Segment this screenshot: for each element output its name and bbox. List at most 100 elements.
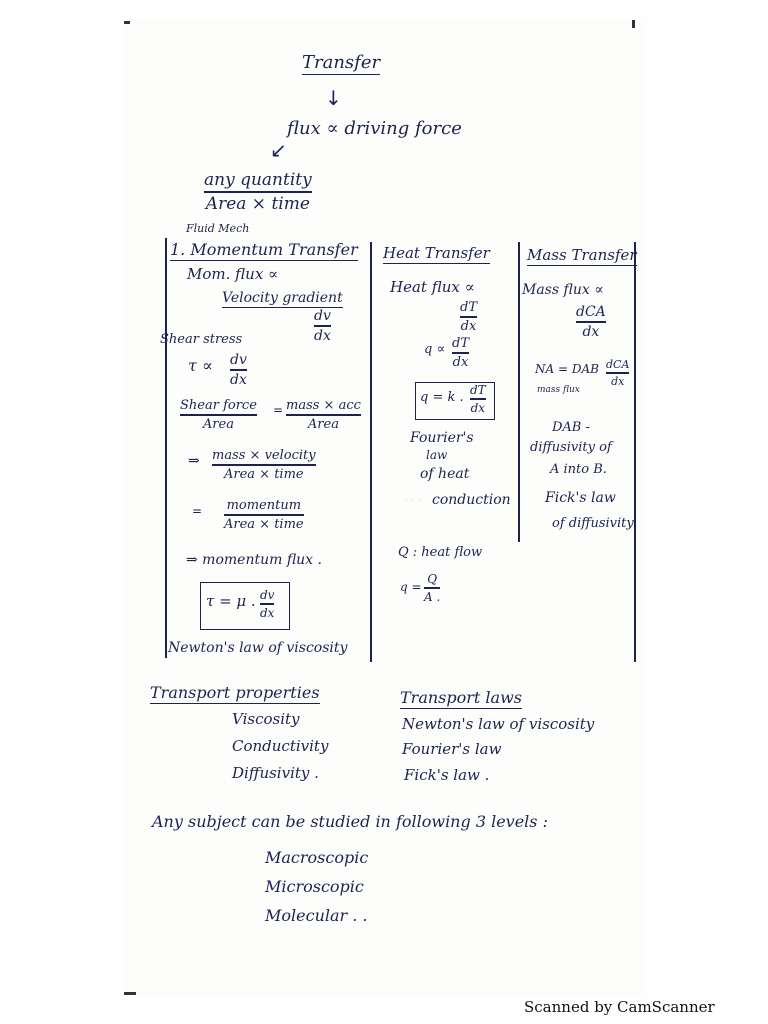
denominator: Area × time xyxy=(224,466,304,482)
of-diffusivity-label: of diffusivity xyxy=(552,516,634,531)
level-item: Macroscopic xyxy=(265,848,369,867)
property-item: Conductivity xyxy=(232,737,329,755)
column-divider xyxy=(634,242,636,662)
scan-mark xyxy=(124,992,136,995)
boxed-dT-dx-fraction: dT dx xyxy=(470,383,486,415)
fourier-equation-box xyxy=(415,382,495,420)
scan-mark xyxy=(632,20,635,28)
quantity-fraction: any quantity Area × time xyxy=(204,170,312,214)
denominator: dx xyxy=(452,354,469,370)
equals-sign: = xyxy=(192,504,203,518)
Q-over-A-fraction: Q A . xyxy=(424,572,441,604)
heat-transfer-header: Heat Transfer xyxy=(383,244,490,264)
denominator: dx xyxy=(470,400,486,415)
numerator: mass × acc xyxy=(286,398,361,413)
fraction-bar xyxy=(180,414,257,416)
newtons-law-caption: Newton's law of viscosity xyxy=(168,640,348,656)
denominator: dx xyxy=(611,374,625,388)
fraction-bar xyxy=(452,352,469,354)
q-k-equation: q = k . xyxy=(420,390,464,405)
fraction-bar xyxy=(424,587,441,589)
tau-dv-dx-fraction: dv dx xyxy=(230,352,247,388)
fraction-bar xyxy=(204,191,312,193)
shear-force-fraction: Shear force Area xyxy=(180,398,257,432)
velocity-gradient-label: Velocity gradient xyxy=(222,290,343,308)
denominator: dx xyxy=(460,318,477,334)
conduction-label: conduction xyxy=(432,492,511,508)
numerator: Shear force xyxy=(180,398,257,413)
numerator: dT xyxy=(460,300,477,315)
fluid-mech-note: Fluid Mech xyxy=(186,222,250,235)
property-item: Diffusivity . xyxy=(232,764,319,782)
transport-laws-heading: Transport laws xyxy=(400,688,522,709)
property-item: Viscosity xyxy=(232,710,300,728)
numerator: dT xyxy=(452,336,469,351)
fraction-bar xyxy=(460,316,477,318)
of-heat-label: of heat xyxy=(420,466,470,482)
level-item: Molecular . . xyxy=(265,906,368,925)
fraction-bar xyxy=(212,464,316,466)
denominator: dx xyxy=(260,605,275,620)
column-divider xyxy=(165,238,167,658)
denominator: Area xyxy=(202,416,234,432)
denominator: dx xyxy=(582,323,600,340)
equals-sign: = xyxy=(273,403,284,417)
diffusivity-of-label: diffusivity of xyxy=(530,440,612,455)
heat-flow-definition: Q : heat flow xyxy=(398,545,483,560)
fraction-bar xyxy=(606,372,630,374)
denominator: dx xyxy=(230,371,247,388)
notebook-page xyxy=(122,18,646,998)
q-proportional: q ∝ xyxy=(424,342,446,357)
mass-transfer-header: Mass Transfer xyxy=(527,246,637,266)
scanner-watermark: Scanned by CamScanner xyxy=(524,998,715,1016)
law-item: Newton's law of viscosity xyxy=(402,715,595,733)
viscosity-equation-box xyxy=(200,582,290,630)
law-label: law xyxy=(426,448,448,462)
mass-flux-label: Mass flux ∝ xyxy=(522,282,604,298)
numerator: dv xyxy=(314,308,331,324)
fraction-bar xyxy=(260,603,275,605)
fraction-bar xyxy=(576,321,606,323)
scan-mark xyxy=(124,21,130,24)
transport-properties-heading: Transport properties xyxy=(150,683,320,704)
denominator: dx xyxy=(314,327,331,344)
down-arrow-icon: ↓ xyxy=(325,86,342,110)
momentum-fraction: momentum Area × time xyxy=(224,498,304,532)
fraction-bar xyxy=(314,325,331,327)
implies-sign: ⇒ xyxy=(188,453,200,469)
law-item: Fourier's law xyxy=(402,740,502,758)
fraction-bar xyxy=(224,514,304,516)
fraction-bar xyxy=(286,414,361,416)
NA-equation: NA = DAB xyxy=(535,362,599,376)
denominator: Area xyxy=(307,416,339,432)
numerator: mass × velocity xyxy=(212,448,316,463)
mass-velocity-fraction: mass × velocity Area × time xyxy=(212,448,316,482)
ficks-law-label: Fick's law xyxy=(545,490,616,506)
momentum-transfer-header: 1. Momentum Transfer xyxy=(170,240,358,261)
quantity-denominator: Area × time xyxy=(205,193,310,214)
mass-flux-note: mass flux xyxy=(537,385,580,395)
q-equals: q = xyxy=(400,580,422,594)
column-divider xyxy=(518,242,520,542)
mom-flux-label: Mom. flux ∝ xyxy=(187,265,279,283)
momentum-flux-line: ⇒ momentum flux . xyxy=(186,552,322,568)
levels-sentence: Any subject can be studied in following … xyxy=(152,812,548,831)
bleed-through-text: . . . xyxy=(405,493,421,504)
fraction-bar xyxy=(470,398,486,400)
tau-proportional: τ ∝ xyxy=(188,356,213,375)
mass-acc-fraction: mass × acc Area xyxy=(286,398,361,432)
numerator: dCA xyxy=(606,358,630,371)
numerator: Q xyxy=(427,572,438,586)
numerator: dCA xyxy=(576,304,606,320)
numerator: dT xyxy=(470,383,486,397)
denominator: Area × time xyxy=(224,516,304,532)
fraction-bar xyxy=(230,369,247,371)
quantity-numerator: any quantity xyxy=(204,170,312,190)
fouriers-label: Fourier's xyxy=(410,430,474,446)
dT-dx-fraction: dT dx xyxy=(460,300,477,334)
flux-statement: flux ∝ driving force xyxy=(287,118,462,139)
denominator: A . xyxy=(424,589,441,604)
dCA-dx-fraction: dCA dx xyxy=(576,304,606,340)
heat-flux-label: Heat flux ∝ xyxy=(390,278,475,296)
level-item: Microscopic xyxy=(265,877,364,896)
